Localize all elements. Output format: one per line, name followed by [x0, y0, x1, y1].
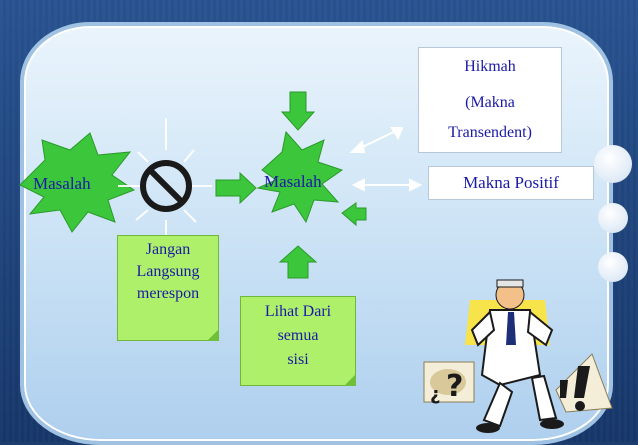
- box-positive-meaning: Makna Positif: [428, 166, 594, 200]
- double-arrow-upper: [349, 127, 404, 153]
- note-bottom-line-2: semua: [277, 327, 319, 344]
- svg-text:?: ?: [446, 369, 463, 404]
- note-left-line-3: merespon: [136, 285, 200, 302]
- note-left-line-2: Langsung: [136, 263, 200, 280]
- businessman-clipart-icon: [465, 279, 564, 433]
- arrow-right-1: [215, 171, 257, 205]
- box-top-line-1: Hikmah: [464, 58, 516, 75]
- star-left-shape: [19, 132, 136, 233]
- deco-circle-2: [598, 203, 628, 233]
- svg-text:¿: ¿: [430, 384, 440, 405]
- deco-circle-1: [594, 145, 632, 183]
- note-left-line-1: Jangan: [145, 241, 191, 258]
- question-clipart-icon: ? ¿: [423, 361, 475, 405]
- note-bottom-line-3: sisi: [287, 351, 309, 368]
- no-sign-icon: [140, 160, 192, 212]
- double-arrow-lower: [351, 178, 423, 192]
- arrow-left-right: [341, 202, 367, 227]
- note-bottom-line-1: Lihat Dari: [264, 303, 332, 320]
- box-right-label: Makna Positif: [463, 173, 559, 192]
- box-top-line-3: Transendent): [448, 124, 532, 141]
- box-top-line-2: (Makna: [465, 94, 515, 111]
- deco-circle-3: [598, 252, 628, 282]
- star-center-shape: [256, 130, 344, 224]
- light-rays: [118, 118, 212, 250]
- exclamation-clipart-icon: [555, 353, 613, 413]
- note-see-all-sides: Lihat Dari semua sisi: [240, 296, 356, 386]
- arrow-down-top: [280, 91, 316, 131]
- arrow-up-bottom: [278, 245, 318, 279]
- box-wisdom: Hikmah (Makna Transendent): [418, 47, 562, 153]
- note-dont-respond: Jangan Langsung merespon: [117, 235, 219, 341]
- star-center-label: Masalah: [264, 172, 322, 191]
- note-bottom-fold: [344, 374, 356, 386]
- note-left-fold: [207, 329, 219, 341]
- star-left-label: Masalah: [33, 174, 91, 193]
